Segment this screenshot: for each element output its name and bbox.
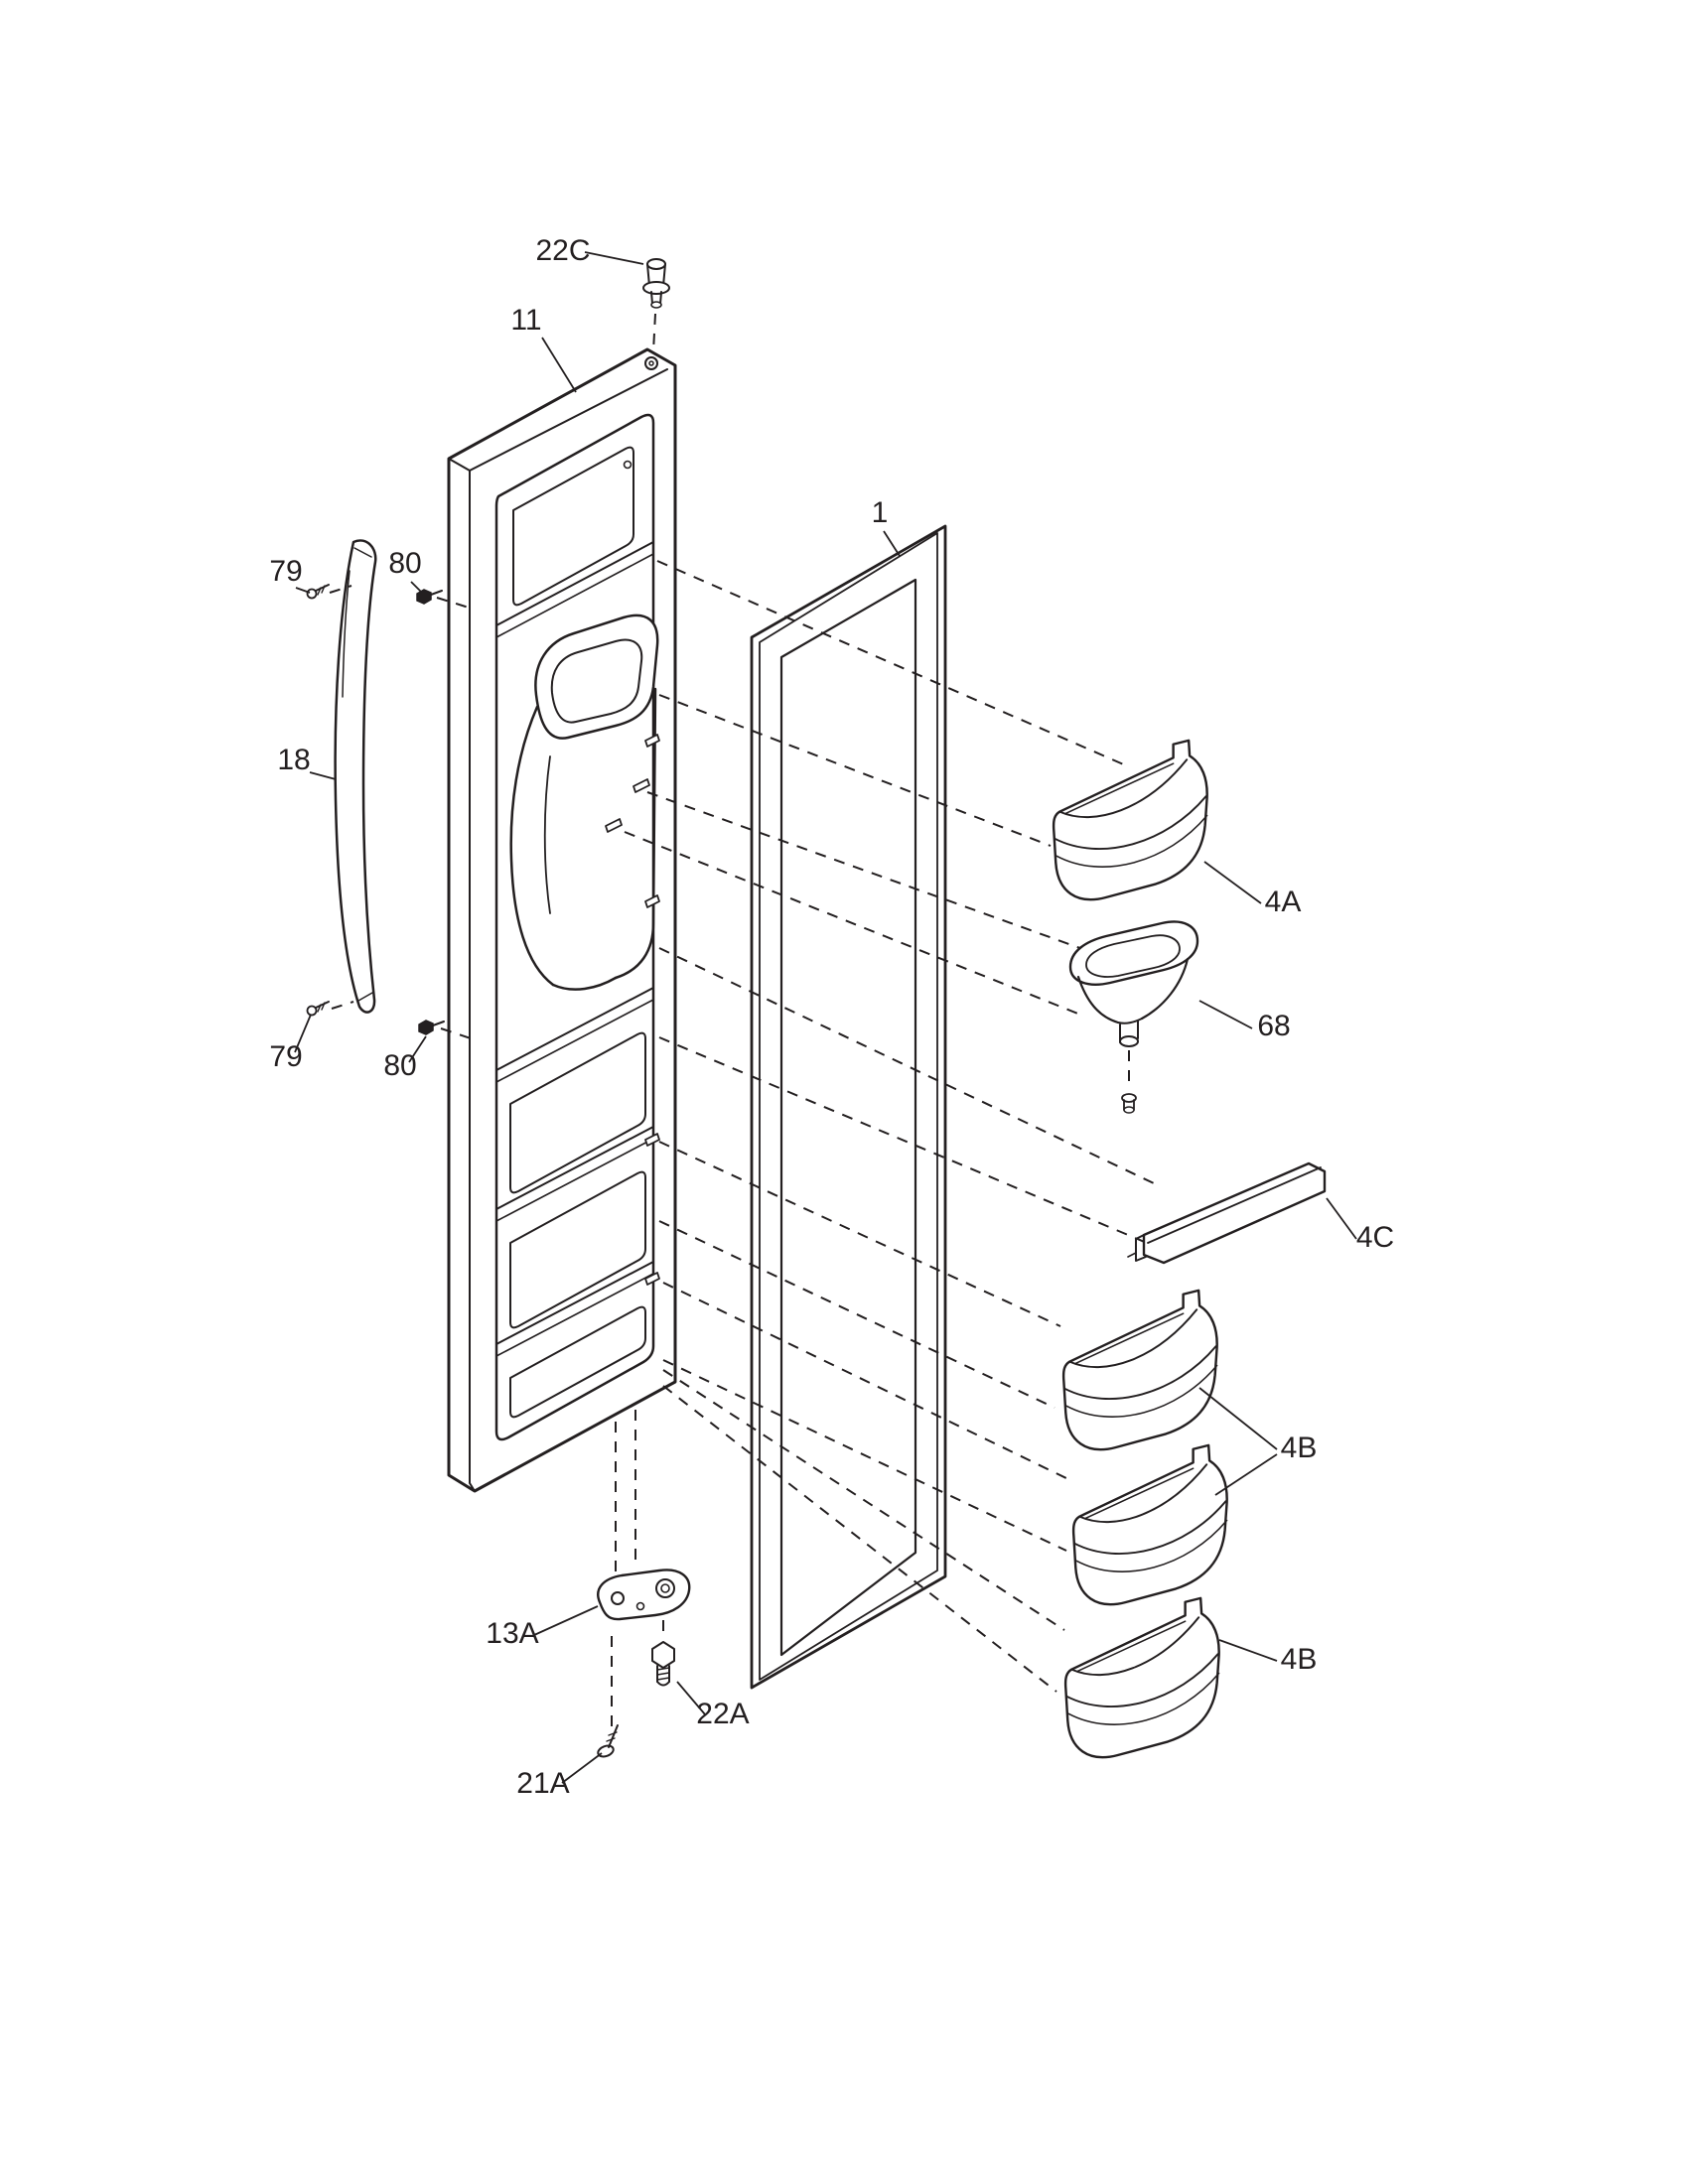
handle-screw-bottom <box>306 1001 330 1017</box>
handle-bolt-bottom <box>418 1020 445 1035</box>
label-bin-4b-upper: 4B <box>1281 1432 1318 1464</box>
ice-funnel <box>1068 920 1199 1114</box>
door-bin-pegs <box>644 734 660 1286</box>
hinge-screw-21a <box>597 1724 619 1758</box>
trim-rail-4c <box>1127 1161 1327 1265</box>
door-gasket <box>750 524 947 1690</box>
label-bin-4b-lower: 4B <box>1281 1643 1318 1676</box>
alignment-dashed-lines <box>611 560 1155 1727</box>
label-hinge-bottom: 13A <box>486 1617 538 1650</box>
label-rail-4c: 4C <box>1356 1221 1394 1254</box>
door-handle <box>334 539 377 1014</box>
label-handle-bolt-top: 80 <box>388 547 421 580</box>
label-hinge-pin-top: 22C <box>535 234 590 267</box>
door-shelf-pockets <box>495 987 654 1419</box>
top-hinge-pin <box>642 258 670 309</box>
label-handle-screw-top: 79 <box>269 555 302 588</box>
leader-lines <box>294 251 1357 1784</box>
door-top-pocket <box>512 446 634 607</box>
label-handle-screw-bottom: 79 <box>269 1040 302 1073</box>
door-dispenser-housing <box>509 614 659 991</box>
label-hinge-screw: 21A <box>516 1767 569 1800</box>
callout-labels: 22C 11 79 80 18 1 4A 68 79 80 4C 4B 13A … <box>269 234 1394 1800</box>
handle-bolt-top <box>416 589 443 605</box>
label-handle: 18 <box>277 744 310 776</box>
door-bin-4b-lower <box>1063 1596 1220 1759</box>
door-bin-4a <box>1052 739 1208 901</box>
label-gasket: 1 <box>872 496 889 529</box>
bottom-hinge-bracket <box>597 1569 691 1621</box>
freezer-door <box>447 347 677 1493</box>
label-handle-bolt-bottom: 80 <box>383 1049 416 1082</box>
handle-screw-top <box>306 584 330 600</box>
label-door: 11 <box>510 304 541 337</box>
door-bin-4b-upper <box>1061 1289 1218 1451</box>
label-bin-4a: 4A <box>1265 886 1302 918</box>
label-funnel: 68 <box>1257 1010 1290 1042</box>
top-hinge-bushing <box>644 356 658 370</box>
door-bin-4b-middle <box>1071 1443 1228 1606</box>
hinge-bolt-22a <box>651 1641 675 1687</box>
label-hinge-bolt: 22A <box>696 1698 749 1730</box>
